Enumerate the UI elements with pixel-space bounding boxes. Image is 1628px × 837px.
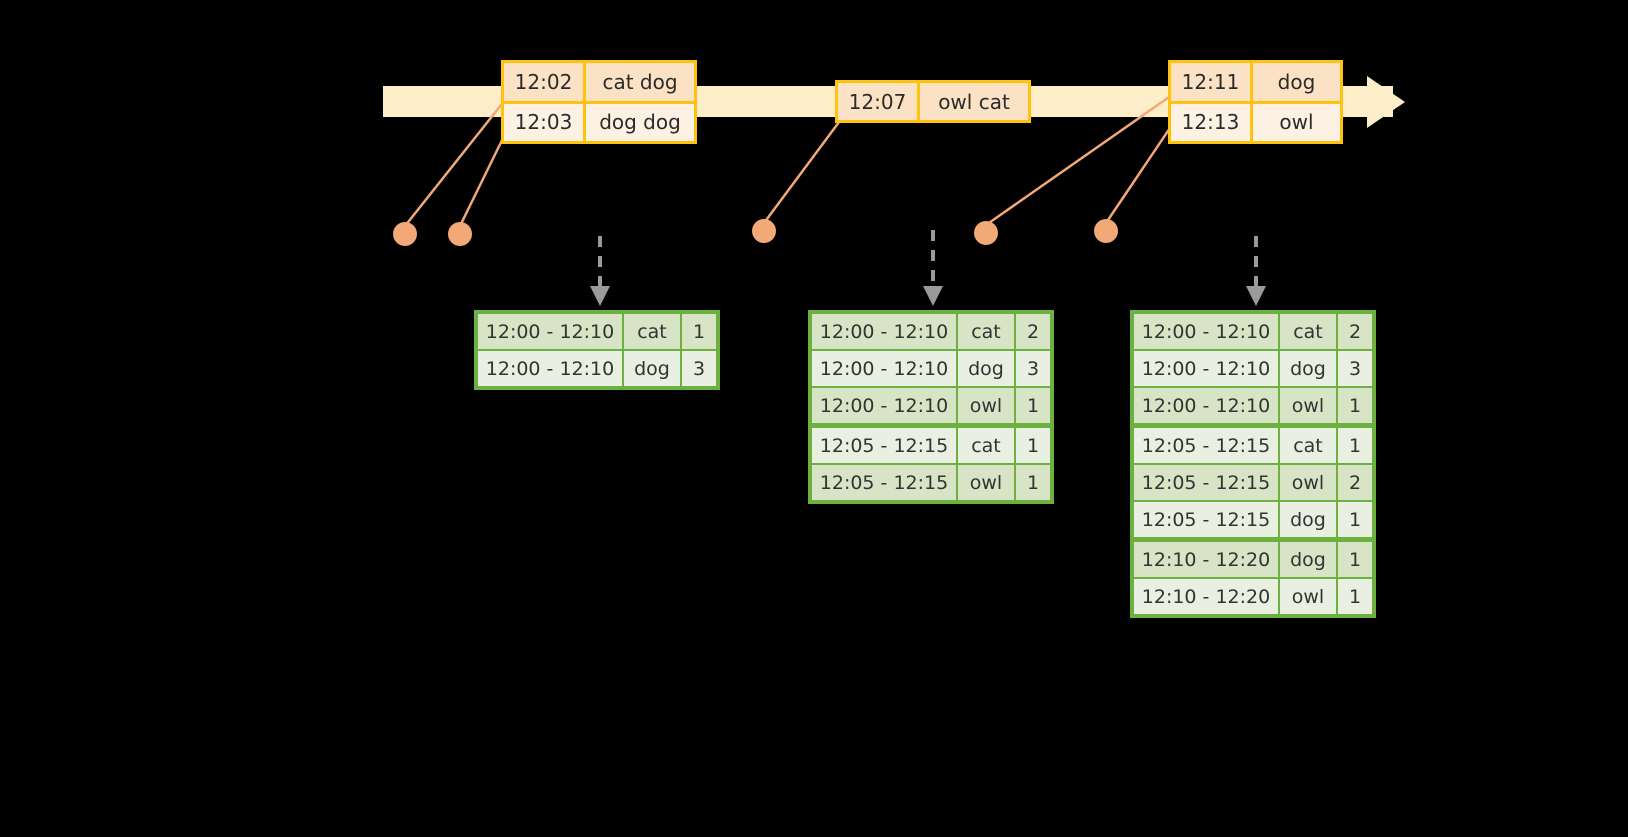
word-key-cell: dog <box>1280 351 1336 386</box>
event-anchor-dot-1 <box>393 222 417 246</box>
event-time: 12:02 <box>504 63 586 101</box>
window-range-cell: 12:05 - 12:15 <box>1134 428 1278 463</box>
emit-arrow-2-head-icon <box>923 286 943 306</box>
event-time: 12:07 <box>838 83 920 120</box>
word-key-cell: dog <box>958 351 1014 386</box>
window-range-cell: 12:05 - 12:15 <box>1134 465 1278 500</box>
count-value-cell: 2 <box>1338 314 1372 349</box>
event-row: 12:13 owl <box>1171 100 1340 141</box>
word-key-cell: owl <box>1280 579 1336 614</box>
count-value-cell: 3 <box>682 351 716 386</box>
window-range-cell: 12:05 - 12:15 <box>812 465 956 500</box>
count-value-cell: 1 <box>1338 502 1372 537</box>
window-range-cell: 12:00 - 12:10 <box>812 314 956 349</box>
count-value-cell: 1 <box>1016 388 1050 423</box>
count-value-cell: 2 <box>1338 465 1372 500</box>
emit-arrow-3-head-icon <box>1246 286 1266 306</box>
emit-arrow-1-head-icon <box>590 286 610 306</box>
event-payload: dog <box>1253 63 1340 101</box>
leader-line-3 <box>762 117 844 224</box>
event-box-3[interactable]: 12:11 dog 12:13 owl <box>1168 60 1343 144</box>
window-range-cell: 12:05 - 12:15 <box>1134 502 1278 537</box>
window-range-cell: 12:10 - 12:20 <box>1134 542 1278 577</box>
event-payload: owl cat <box>920 83 1028 120</box>
window-range-cell: 12:00 - 12:10 <box>812 351 956 386</box>
event-time: 12:11 <box>1171 63 1253 101</box>
word-key-cell: dog <box>1280 502 1336 537</box>
leader-line-1 <box>404 99 506 227</box>
event-time: 12:13 <box>1171 103 1253 141</box>
word-key-cell: cat <box>1280 428 1336 463</box>
event-anchor-dot-4 <box>974 221 998 245</box>
count-value-cell: 1 <box>1338 542 1372 577</box>
word-key-cell: owl <box>958 465 1014 500</box>
count-value-cell: 3 <box>1338 351 1372 386</box>
window-range-cell: 12:00 - 12:10 <box>812 388 956 423</box>
event-anchor-dot-5 <box>1094 219 1118 243</box>
event-payload: dog dog <box>586 103 694 141</box>
count-value-cell: 1 <box>1338 579 1372 614</box>
word-key-cell: cat <box>1280 314 1336 349</box>
event-anchor-dot-3 <box>752 219 776 243</box>
word-key-cell: owl <box>1280 388 1336 423</box>
word-key-cell: cat <box>958 314 1014 349</box>
word-key-cell: cat <box>958 428 1014 463</box>
event-row: 12:02 cat dog <box>504 63 694 101</box>
leader-line-5 <box>1104 124 1174 224</box>
window-range-cell: 12:00 - 12:10 <box>1134 351 1278 386</box>
window-range-cell: 12:00 - 12:10 <box>478 351 622 386</box>
word-key-cell: cat <box>624 314 680 349</box>
count-value-cell: 1 <box>1016 428 1050 463</box>
count-value-cell: 1 <box>1338 388 1372 423</box>
event-payload: cat dog <box>586 63 694 101</box>
event-anchor-dot-2 <box>448 222 472 246</box>
count-value-cell: 1 <box>1016 465 1050 500</box>
event-row: 12:11 dog <box>1171 63 1340 101</box>
event-time: 12:03 <box>504 103 586 141</box>
word-key-cell: owl <box>958 388 1014 423</box>
emit-arrows-group <box>590 230 1266 306</box>
word-key-cell: dog <box>624 351 680 386</box>
event-box-2[interactable]: 12:07 owl cat <box>835 80 1031 123</box>
timeline-arrowhead-icon <box>1367 76 1405 128</box>
window-range-cell: 12:00 - 12:10 <box>1134 314 1278 349</box>
event-payload: owl <box>1253 103 1340 141</box>
window-range-cell: 12:00 - 12:10 <box>478 314 622 349</box>
event-row: 12:07 owl cat <box>838 83 1028 120</box>
count-value-cell: 2 <box>1016 314 1050 349</box>
count-value-cell: 1 <box>682 314 716 349</box>
count-value-cell: 3 <box>1016 351 1050 386</box>
count-value-cell: 1 <box>1338 428 1372 463</box>
window-range-cell: 12:05 - 12:15 <box>812 428 956 463</box>
window-range-cell: 12:10 - 12:20 <box>1134 579 1278 614</box>
event-box-1[interactable]: 12:02 cat dog 12:03 dog dog <box>501 60 697 144</box>
window-range-cell: 12:00 - 12:10 <box>1134 388 1278 423</box>
word-key-cell: owl <box>1280 465 1336 500</box>
event-row: 12:03 dog dog <box>504 100 694 141</box>
word-key-cell: dog <box>1280 542 1336 577</box>
